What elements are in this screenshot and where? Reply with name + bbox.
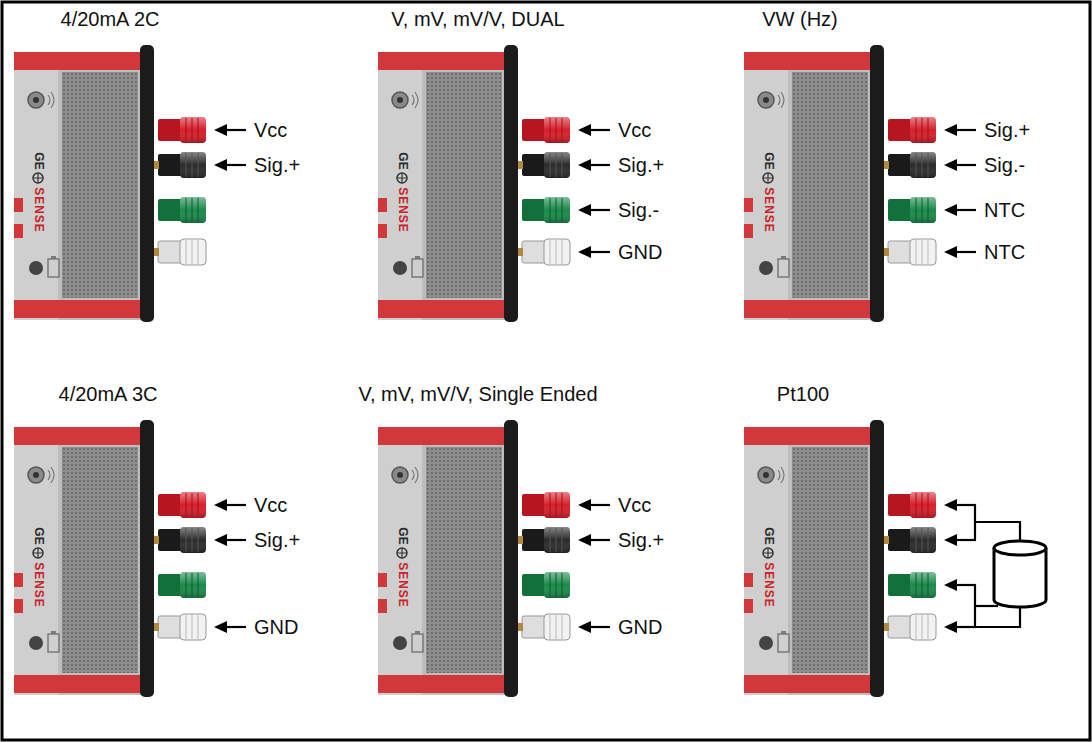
logo-text: SENSE (31, 562, 44, 608)
logo-text: GE (31, 527, 44, 544)
logo-text: SENSE (31, 187, 44, 233)
panel-title: Pt100 (777, 383, 829, 405)
panel-title: 4/20mA 3C (59, 383, 158, 405)
pin-label: GND (618, 616, 662, 638)
pin-label: Vcc (618, 119, 651, 141)
panel-title: V, mV, mV/V, DUAL (391, 8, 564, 30)
pin-label: Vcc (618, 494, 651, 516)
pin-label: Vcc (254, 494, 287, 516)
pt100-sensor (994, 541, 1046, 607)
logger-photo (14, 45, 206, 322)
pin-label: NTC (984, 241, 1025, 263)
logger-photo (378, 45, 570, 322)
pin-arrows (214, 124, 976, 633)
pin-label: NTC (984, 199, 1025, 221)
pin-label: GND (618, 241, 662, 263)
logger-photo (744, 420, 936, 697)
logo-text: GE (395, 527, 408, 544)
pin-label: Sig.+ (984, 119, 1030, 141)
pin-label: GND (254, 616, 298, 638)
logo-text: GE (395, 152, 408, 169)
logger-photo (744, 45, 936, 322)
panel-title: VW (Hz) (762, 8, 838, 30)
pin-label: Sig.+ (254, 154, 300, 176)
logger-photo (378, 420, 570, 697)
pin-label: Sig.- (618, 199, 659, 221)
logo-text: GE (31, 152, 44, 169)
pin-label: Sig.+ (618, 529, 664, 551)
pin-label: Vcc (254, 119, 287, 141)
logo-text: SENSE (395, 562, 408, 608)
logo-text: SENSE (395, 187, 408, 233)
pin-label: Sig.+ (254, 529, 300, 551)
panel-title: 4/20mA 2C (61, 8, 160, 30)
pin-label: Sig.- (984, 154, 1025, 176)
logo-text: GE (761, 527, 774, 544)
pin-label: Sig.+ (618, 154, 664, 176)
panel-title: V, mV, mV/V, Single Ended (358, 383, 597, 405)
logo-text: GE (761, 152, 774, 169)
logger-photo (14, 420, 206, 697)
logo-text: SENSE (761, 562, 774, 608)
logo-text: SENSE (761, 187, 774, 233)
